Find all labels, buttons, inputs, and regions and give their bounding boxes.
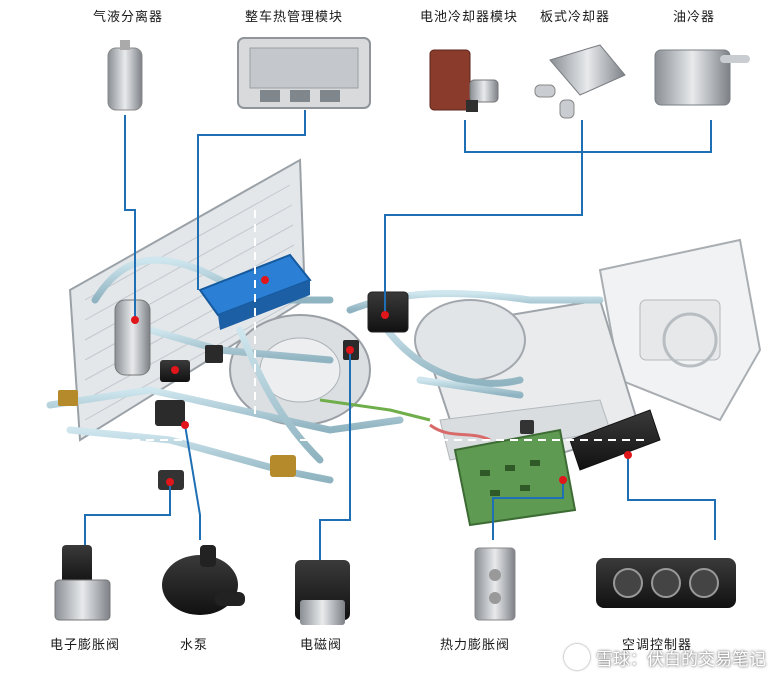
ac-controller-image (596, 558, 736, 608)
accumulator-image (107, 40, 143, 111)
watermark-text: 雪球：伏白的交易笔记 (596, 649, 766, 670)
solenoid-valve-image (295, 560, 350, 625)
label-accumulator: 气液分离器 (93, 10, 164, 25)
label-thermal-module: 整车热管理模块 (245, 10, 344, 25)
pipe-highlight (319, 398, 431, 422)
plate-cooler-image (534, 44, 626, 119)
label-solenoid-valve: 电磁阀 (300, 638, 343, 653)
reference-lines (90, 210, 650, 441)
pipe-hot (429, 423, 491, 442)
oil-cooler-image (654, 49, 750, 106)
thermal-expansion-valve-image (474, 547, 516, 621)
label-thermal-expansion-valve: 热力膨胀阀 (440, 638, 511, 653)
electronic-expansion-valve-image (54, 545, 111, 621)
label-plate-cooler: 板式冷却器 (540, 10, 611, 25)
markers (131, 276, 632, 486)
chiller-in-assembly (367, 291, 409, 333)
label-battery-chiller: 电池冷却器模块 (420, 10, 519, 25)
watermark: 雪球：伏白的交易笔记 (564, 644, 766, 670)
label-electronic-expansion-valve: 电子膨胀阀 (50, 638, 121, 653)
pcb-board (453, 428, 577, 527)
label-oil-cooler: 油冷器 (673, 10, 716, 25)
label-ac-controller: 空调控制器 (622, 638, 693, 653)
thermal-module-image (237, 37, 371, 109)
battery-chiller-image (429, 49, 499, 112)
accumulator-in-assembly (114, 299, 151, 376)
label-water-pump: 水泵 (180, 638, 209, 653)
hvac-box (598, 238, 762, 422)
snowball-logo-icon (564, 644, 590, 670)
leader-lines (84, 110, 716, 560)
water-pump-image (162, 545, 245, 615)
